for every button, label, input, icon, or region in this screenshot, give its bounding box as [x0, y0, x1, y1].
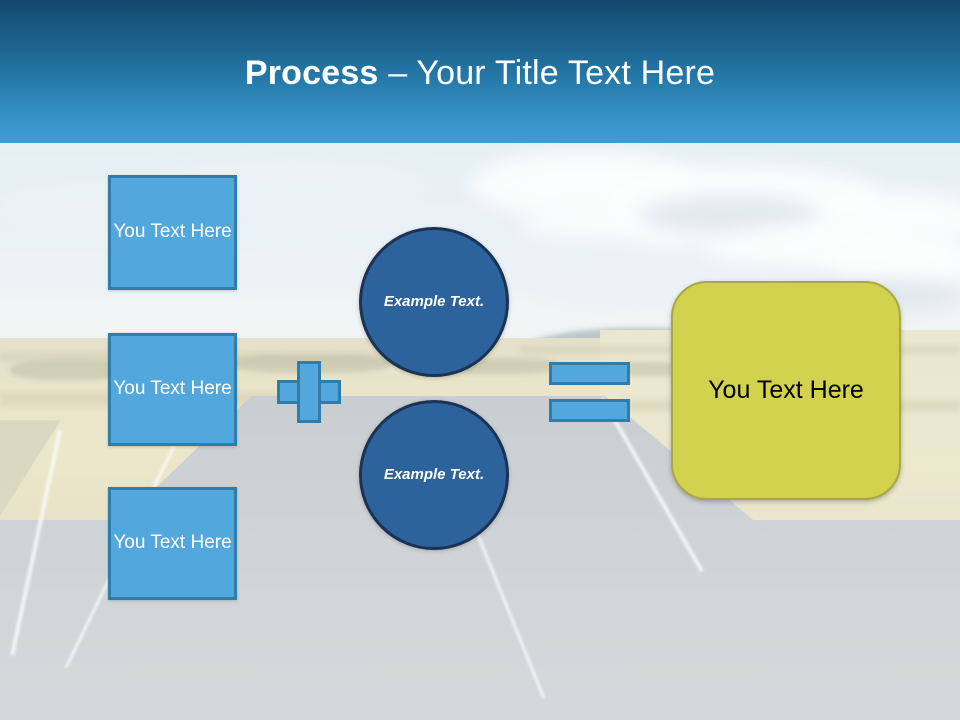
page-title-strong: Process — [244, 54, 379, 92]
plus-center-patch — [300, 383, 318, 401]
input-box-1-label: You Text Here — [113, 221, 232, 243]
equals-top-bar — [549, 362, 630, 385]
slide-header: Process – Your Title Text Here — [0, 0, 960, 143]
example-circle-1-label: Example Text. — [383, 293, 485, 311]
result-box[interactable]: You Text Here — [671, 281, 901, 500]
equals-bottom-bar — [549, 399, 630, 422]
input-box-3[interactable]: You Text Here — [108, 487, 237, 600]
input-box-2[interactable]: You Text Here — [108, 333, 237, 446]
example-circle-1[interactable]: Example Text. — [359, 227, 509, 377]
input-box-1[interactable]: You Text Here — [108, 175, 237, 290]
result-box-label: You Text Here — [708, 376, 864, 404]
treeline — [10, 360, 130, 380]
equals-icon — [549, 362, 630, 422]
example-circle-2-label: Example Text. — [383, 466, 485, 484]
example-circle-2[interactable]: Example Text. — [359, 400, 509, 550]
input-box-2-label: You Text Here — [113, 378, 232, 400]
plus-icon — [277, 361, 341, 423]
page-title: Process – Your Title Text Here — [245, 54, 715, 93]
page-title-rest: – Your Title Text Here — [378, 54, 716, 92]
cloud-shape — [820, 240, 960, 284]
input-box-3-label: You Text Here — [113, 532, 232, 554]
